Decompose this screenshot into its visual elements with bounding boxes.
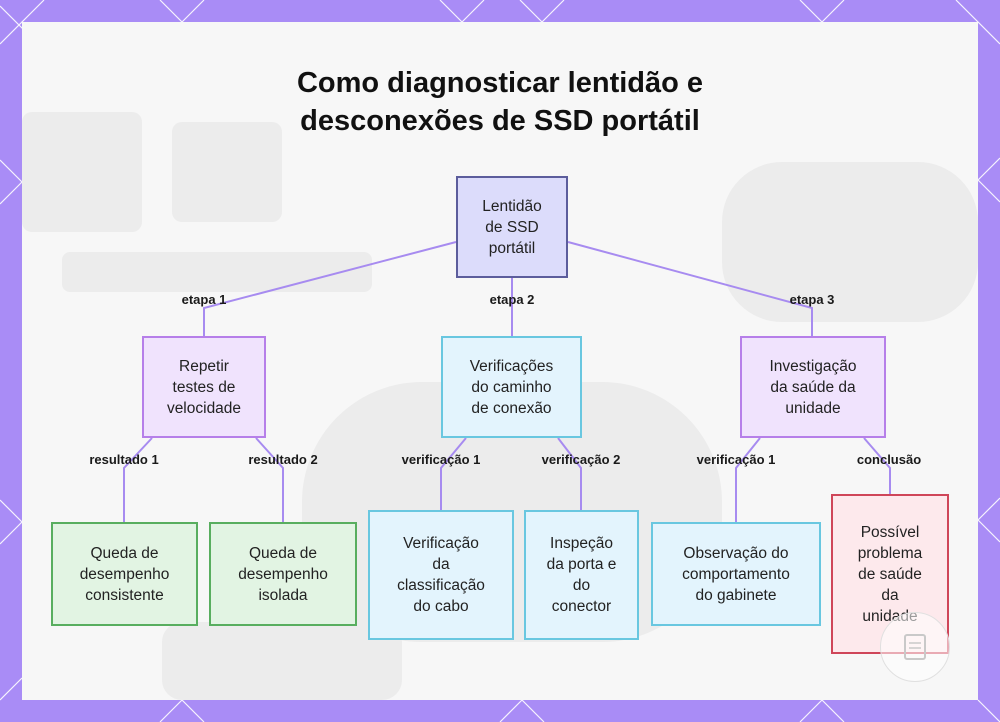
edge-label-etapa-1: etapa 1: [181, 292, 227, 307]
edge-step1-r2: [255, 437, 284, 522]
node-line: de saúde: [858, 565, 922, 583]
node-line: da porta e: [546, 556, 617, 573]
edge-label-conclusao: conclusão: [856, 452, 922, 467]
node-line: consistente: [85, 586, 164, 604]
node-line: Possível: [860, 523, 920, 541]
node-root-slow-ssd: Lentidão de SSD portátil: [456, 176, 568, 278]
edge-label-verificacao-1-conexao: verificação 1: [401, 452, 481, 467]
diagram-title: Como diagnosticar lentidão e desconexões…: [0, 64, 1000, 140]
node-line: desempenho: [79, 565, 170, 583]
node-line: do caminho: [471, 378, 552, 396]
node-line: Queda de: [248, 544, 318, 562]
edge-root-step1: [203, 241, 457, 336]
node-drive-health-investigation: Investigação da saúde da unidade: [740, 336, 886, 438]
node-line: conector: [551, 598, 612, 615]
node-line: desempenho: [238, 565, 328, 583]
edge-step2-c2: [557, 437, 582, 510]
node-cable-rating-check: Verificação da classificação do cabo: [368, 510, 514, 640]
watermark-badge: [880, 612, 950, 682]
edge-step3-h1: [735, 437, 761, 522]
edge-label-verificacao-2: verificação 2: [541, 452, 621, 467]
title-line-2: desconexões de SSD portátil: [300, 105, 700, 137]
node-line: Repetir: [179, 357, 229, 375]
edge-label-verificacao-1-saude: verificação 1: [696, 452, 776, 467]
node-connection-path-checks: Verificações do caminho de conexão: [441, 336, 582, 438]
node-line: do gabinete: [695, 586, 777, 604]
document-pen-icon: [904, 634, 926, 660]
node-line: velocidade: [166, 399, 242, 417]
node-line: da saúde da: [770, 378, 856, 396]
node-line: testes de: [172, 378, 236, 396]
edge-label-etapa-3: etapa 3: [789, 292, 835, 307]
node-repeat-speed-tests: Repetir testes de velocidade: [142, 336, 266, 438]
node-line: problema: [857, 544, 923, 562]
edge-label-resultado-2: resultado 2: [248, 452, 318, 467]
node-line: Observação do: [683, 544, 789, 562]
node-line: Verificação: [403, 535, 479, 552]
node-line: de conexão: [471, 399, 552, 417]
node-line: Inspeção: [550, 535, 613, 552]
edge-root-step3: [567, 241, 813, 336]
node-root-line: Lentidão: [482, 197, 542, 215]
node-root-line: de SSD: [485, 218, 539, 236]
node-line: Verificações: [469, 357, 554, 375]
edge-step2-c1: [440, 437, 467, 510]
node-root-line: portátil: [488, 239, 536, 257]
title-line-1: Como diagnosticar lentidão e: [296, 67, 704, 99]
edge-label-etapa-2: etapa 2: [489, 292, 535, 307]
node-line: classificação: [397, 577, 485, 594]
node-port-connector-inspection: Inspeção da porta e do conector: [524, 510, 639, 640]
node-consistent-drop: Queda de desempenho consistente: [51, 522, 198, 626]
node-line: da: [432, 556, 450, 573]
node-line: Queda de: [90, 544, 159, 562]
edge-label-resultado-1: resultado 1: [89, 452, 159, 467]
node-line: Investigação: [769, 357, 857, 375]
node-line: comportamento: [682, 565, 790, 583]
node-enclosure-behavior-observation: Observação do comportamento do gabinete: [651, 522, 821, 626]
node-line: do: [572, 577, 591, 594]
node-line: unidade: [785, 399, 841, 417]
edge-step3-h2: [863, 437, 891, 494]
node-line: do cabo: [413, 598, 469, 615]
node-line: isolada: [258, 586, 308, 604]
node-isolated-drop: Queda de desempenho isolada: [209, 522, 357, 626]
node-line: da: [881, 586, 899, 604]
edge-step1-r1: [123, 437, 153, 522]
